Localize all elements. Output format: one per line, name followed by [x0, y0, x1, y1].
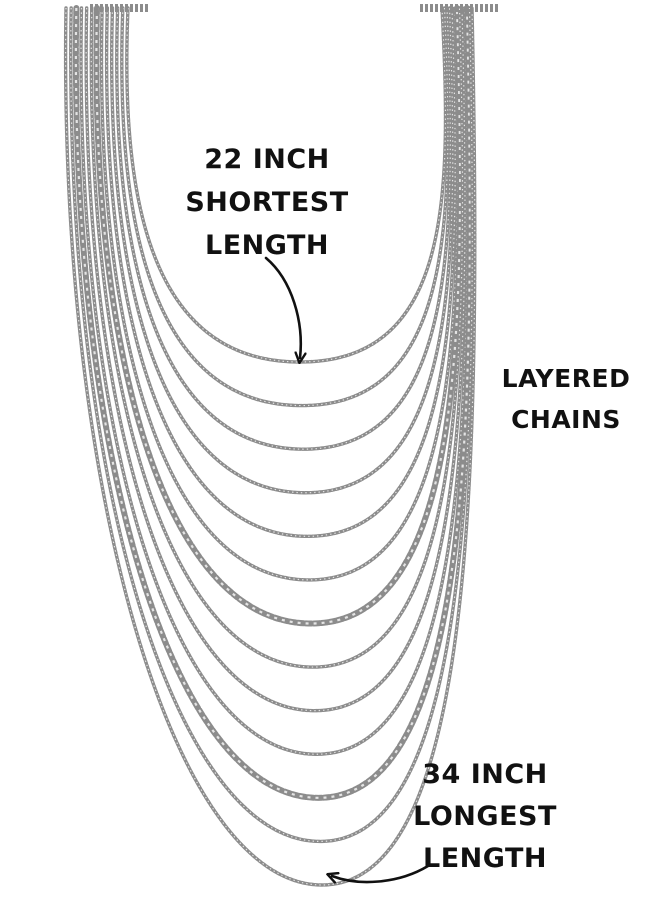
shortest-length-line-2: SHORTEST: [185, 187, 349, 218]
shortest-length-arrow: [264, 256, 301, 358]
ball-chain-strand: [79, 6, 470, 756]
longest-length-label: 34 INCH LONGEST LENGTH: [404, 754, 566, 880]
longest-length-arrow: [332, 864, 430, 882]
chain-highlight: [85, 7, 466, 712]
rhinestone-chain-strand: [93, 5, 464, 627]
layered-chains-line-1: LAYERED: [501, 364, 631, 393]
chain-highlight: [90, 7, 464, 668]
shortest-length-label: 22 INCH SHORTEST LENGTH: [182, 138, 352, 267]
layered-chains-line-2: CHAINS: [511, 405, 621, 434]
ball-chain-strand: [104, 6, 457, 539]
chain-highlight: [74, 7, 471, 799]
chain-highlight: [100, 7, 459, 581]
ball-chain-strand: [120, 6, 450, 408]
chain-highlight: [106, 7, 456, 537]
longest-length-line-2: LONGEST: [413, 801, 557, 832]
ball-chain-strand: [63, 6, 477, 887]
chain-highlight: [111, 7, 454, 494]
necklace-chains: [63, 4, 500, 887]
chain-highlight: [116, 7, 451, 450]
shortest-length-line-1: 22 INCH: [204, 144, 330, 175]
ball-chain-strand: [69, 6, 475, 844]
shortest-length-line-3: LENGTH: [205, 230, 329, 261]
layered-chains-label: LAYERED CHAINS: [496, 358, 636, 440]
longest-length-line-3: LENGTH: [423, 843, 547, 874]
longest-length-line-1: 34 INCH: [422, 759, 548, 790]
